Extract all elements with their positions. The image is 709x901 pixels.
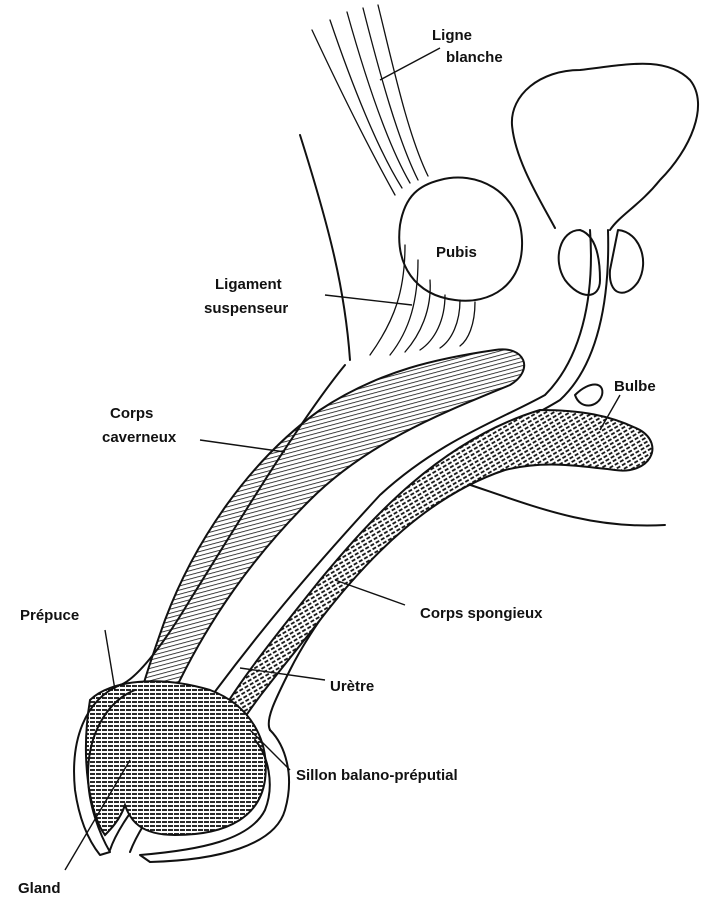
abdominal-wall-outline <box>300 135 350 360</box>
label-corps-caverneux-line2: caverneux <box>102 429 177 446</box>
label-pubis: Pubis <box>436 244 477 261</box>
label-gland: Gland <box>18 880 61 897</box>
label-uretre: Urètre <box>330 678 374 695</box>
label-ligne-blanche-line1: Ligne <box>432 27 472 44</box>
label-ligne-blanche-line2: blanche <box>446 49 503 66</box>
ligne-blanche-fibers <box>312 5 428 195</box>
label-ligament-line2: suspenseur <box>204 300 288 317</box>
bladder <box>512 64 698 230</box>
seminal-vesicle-left <box>559 230 600 295</box>
label-sillon: Sillon balano-préputial <box>296 767 458 784</box>
label-ligament-line1: Ligament <box>215 276 282 293</box>
label-corps-caverneux-line1: Corps <box>110 405 153 422</box>
label-bulbe: Bulbe <box>614 378 656 395</box>
label-prepuce: Prépuce <box>20 607 79 624</box>
seminal-vesicle-right <box>610 230 643 293</box>
label-corps-spongieux: Corps spongieux <box>420 605 543 622</box>
bulbe-small-loop <box>575 384 602 405</box>
